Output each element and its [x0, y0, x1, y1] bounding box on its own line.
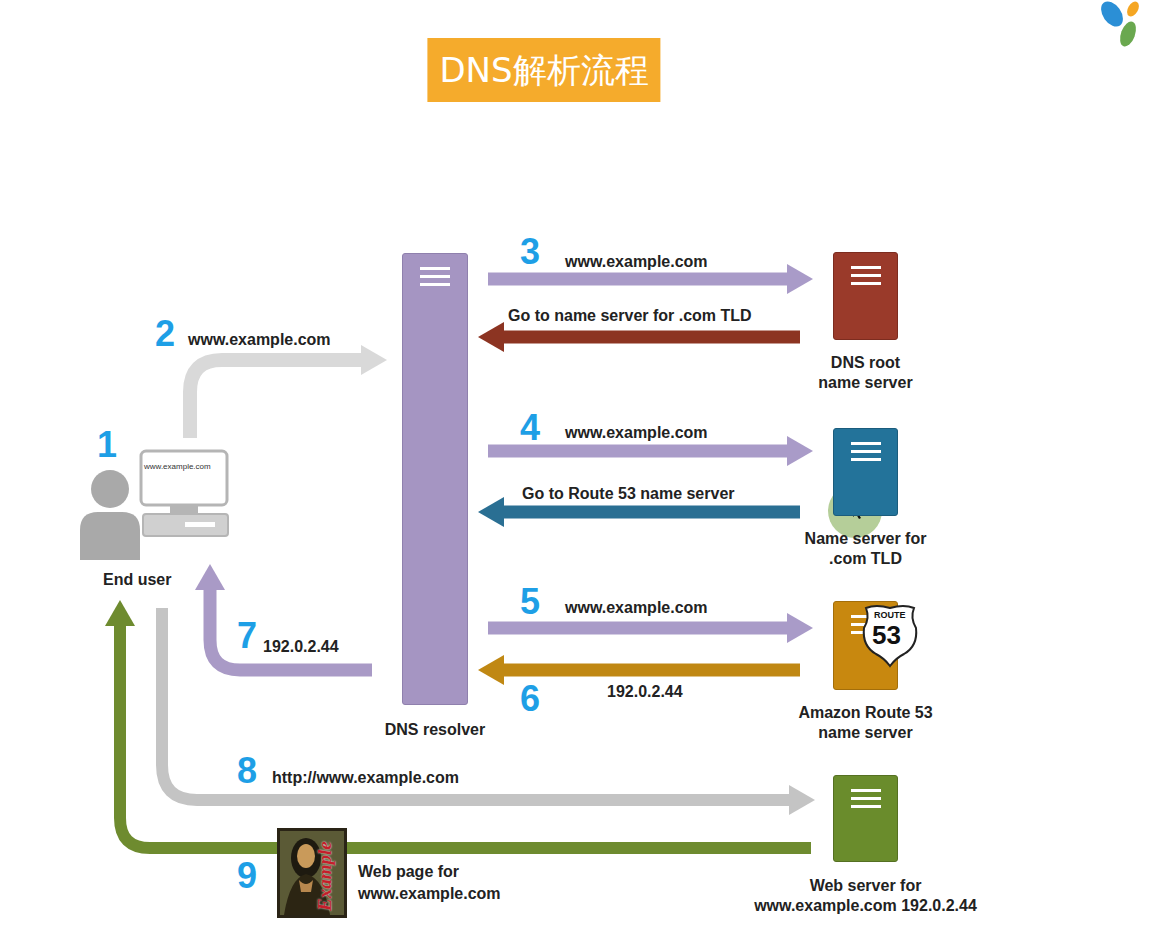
- computer-base: [143, 514, 228, 536]
- tld-name-server: Name server for .com TLD: [833, 428, 898, 516]
- flow-arrow: [195, 564, 372, 670]
- picture-frame: [277, 828, 347, 918]
- arrow-head: [478, 497, 504, 527]
- arrow-head: [787, 613, 813, 643]
- edge-label: Go to name server for .com TLD: [508, 306, 752, 326]
- web-server: Web server for www.example.com 192.0.2.4…: [833, 775, 898, 862]
- flow-arrow: [190, 345, 387, 438]
- root-name-server: DNS root name server: [833, 252, 898, 340]
- screen-text: www.example.com: [144, 462, 222, 472]
- flow-arrow: [162, 608, 815, 815]
- picture-text: Example: [315, 841, 334, 911]
- arrow-line: [504, 506, 800, 519]
- arrow-line: [504, 331, 800, 344]
- arrow-head: [195, 564, 225, 590]
- callout-number: 8: [237, 753, 257, 789]
- arrow-head: [787, 264, 813, 294]
- edge-label: www.example.com: [565, 252, 708, 272]
- monitor: [141, 451, 227, 505]
- edge-label: Go to Route 53 name server: [522, 484, 735, 504]
- badge-number: 53: [872, 622, 901, 648]
- callout-number: 4: [520, 410, 540, 446]
- arrow-head: [361, 345, 387, 375]
- callout-number: 6: [520, 681, 540, 717]
- edge-label: www.example.com: [188, 330, 331, 350]
- logo: [1097, 0, 1142, 49]
- callout-number: 5: [520, 584, 540, 620]
- node-label: End user: [103, 570, 171, 590]
- logo-petal: [1097, 0, 1128, 31]
- user-icon: [80, 470, 140, 560]
- arrow-head: [787, 436, 813, 466]
- edge-label: 192.0.2.44: [263, 637, 339, 657]
- dns-resolver: DNS resolver: [402, 253, 468, 705]
- node-label: DNS root name server: [810, 353, 922, 393]
- callout-number: 2: [155, 316, 175, 352]
- callout-number: 1: [97, 427, 117, 463]
- node-label: Web server for www.example.com 192.0.2.4…: [746, 876, 986, 916]
- arrow-line: [504, 664, 800, 677]
- edge-label: www.example.com: [565, 598, 708, 618]
- arrow-line: [162, 608, 789, 800]
- arrow-head: [105, 600, 135, 626]
- node-label: Name server for .com TLD: [790, 529, 942, 569]
- arrow-line: [190, 360, 361, 438]
- computer-icon: [141, 451, 228, 536]
- badge-text: ROUTE: [874, 611, 906, 620]
- arrow-line: [488, 622, 787, 635]
- arrow-head: [789, 785, 815, 815]
- arrow-head: [478, 655, 504, 685]
- arrow-line: [210, 590, 372, 670]
- face: [297, 844, 315, 868]
- user-body: [80, 512, 140, 560]
- chest: [299, 880, 313, 892]
- drive-slot: [185, 522, 215, 527]
- mona-lisa-picture: [277, 828, 347, 918]
- edge-label: http://www.example.com: [272, 768, 459, 788]
- callout-number: 3: [520, 234, 540, 270]
- title: DNS解析流程: [427, 38, 660, 102]
- end-user: www.example.comEnd user: [78, 448, 230, 560]
- arrow-line: [488, 273, 787, 286]
- arrow-head: [478, 322, 504, 352]
- arrow-line: [488, 445, 787, 458]
- logo-petal: [1125, 0, 1142, 18]
- edge-label: Web page for www.example.com: [358, 861, 518, 904]
- user-head: [91, 470, 129, 508]
- picture-background: [280, 831, 344, 915]
- callout-number: 9: [237, 858, 257, 894]
- callout-number: 7: [237, 618, 257, 654]
- flow-arrow: [478, 322, 800, 352]
- edge-label: 192.0.2.44: [607, 682, 683, 702]
- node-label: Amazon Route 53 name server: [784, 703, 948, 743]
- monitor-stand: [170, 505, 198, 513]
- edge-label: www.example.com: [565, 423, 708, 443]
- logo-petal: [1117, 19, 1139, 48]
- node-label: DNS resolver: [365, 720, 505, 740]
